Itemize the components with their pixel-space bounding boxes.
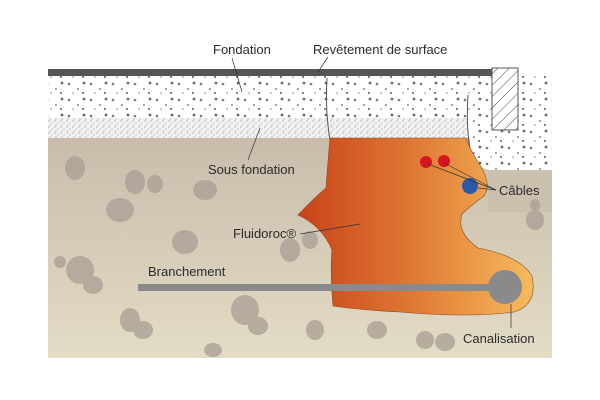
- cable-red-2: [438, 155, 450, 167]
- soil-right-patch: [488, 172, 552, 212]
- cable-blue: [462, 178, 478, 194]
- label-fondation: Fondation: [213, 42, 271, 57]
- label-cables: Câbles: [499, 183, 540, 198]
- cable-red-1: [420, 156, 432, 168]
- label-canalisation: Canalisation: [463, 331, 535, 346]
- sub-foundation-layer: [48, 118, 468, 138]
- trench-backfill-right: [470, 76, 552, 170]
- curb: [491, 67, 519, 131]
- label-fluidoroc: Fluidoroc®: [233, 226, 296, 241]
- surface-coating: [48, 69, 492, 76]
- label-branchement: Branchement: [148, 264, 226, 279]
- leader-lines: [231, 56, 512, 328]
- trench-wall-left: [325, 77, 331, 141]
- label-revetement: Revêtement de surface: [313, 42, 447, 57]
- branch-pipe: [138, 284, 506, 291]
- label-sous-fondation: Sous fondation: [208, 162, 295, 177]
- main-pipe: [488, 270, 522, 304]
- stones: [54, 156, 544, 357]
